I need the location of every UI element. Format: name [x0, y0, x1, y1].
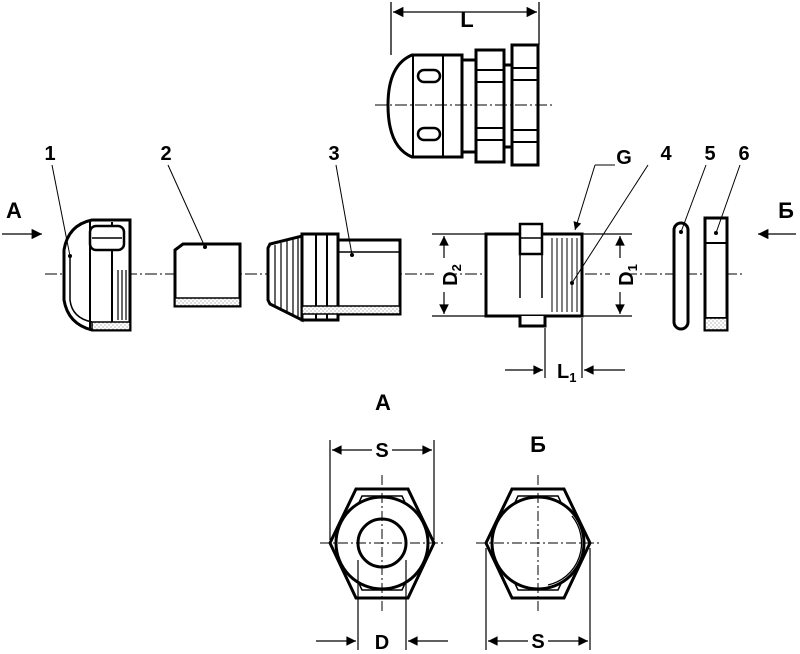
dim-D-front-label: D	[375, 632, 389, 654]
view-b-title: Б	[530, 432, 546, 457]
dim-S-front-label: S	[375, 440, 388, 462]
dim-D2-label: D2	[440, 264, 464, 286]
part-6-locknut	[703, 216, 729, 332]
part-5-oring	[672, 221, 690, 331]
dim-L1-label: L1	[557, 361, 576, 385]
view-label-b: Б	[778, 198, 794, 223]
dim-S-back-label: S	[531, 631, 544, 653]
callout-3: 3	[328, 143, 339, 165]
part-1-cap-nut	[62, 218, 132, 332]
dim-L	[390, 2, 540, 55]
view-a-title: А	[375, 390, 391, 415]
callout-1: 1	[44, 143, 55, 165]
dim-G-label: G	[616, 147, 632, 169]
dim-L-label: L	[460, 7, 473, 32]
callout-leaders	[51, 164, 741, 284]
assembled-gland	[386, 43, 540, 167]
part-4-body	[484, 222, 584, 328]
callout-2: 2	[160, 143, 171, 165]
part-2-seal	[173, 242, 242, 308]
dim-D-front	[316, 560, 448, 650]
callout-6: 6	[738, 143, 749, 165]
view-label-a: А	[6, 198, 22, 223]
callout-4: 4	[660, 143, 672, 165]
part-3-clamp	[266, 232, 402, 323]
dim-D1-label: D1	[616, 264, 640, 286]
callout-5: 5	[704, 143, 715, 165]
dim-L1	[505, 318, 625, 378]
